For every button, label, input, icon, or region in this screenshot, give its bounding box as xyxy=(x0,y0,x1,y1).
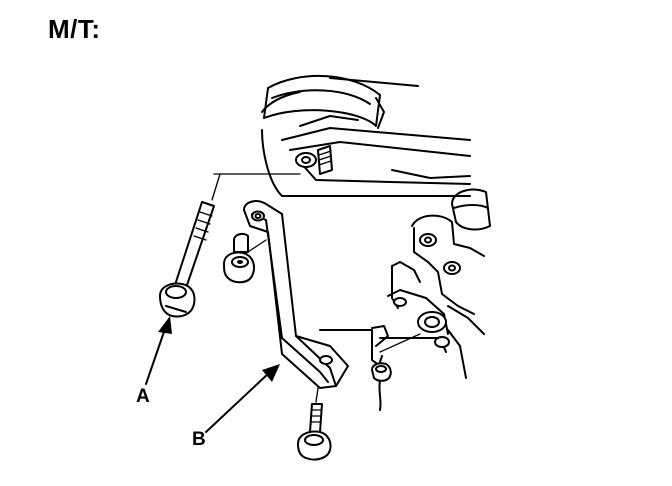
small-bolt xyxy=(371,355,392,382)
callout-arrow-b xyxy=(205,364,280,433)
callout-arrow-a xyxy=(145,316,172,385)
transmission-case xyxy=(319,214,485,411)
lower-bolt xyxy=(297,403,332,461)
long-bolt-a xyxy=(159,201,215,318)
flange-nut xyxy=(223,232,255,284)
callout-label-b: B xyxy=(192,429,206,450)
engine-mount-bushing xyxy=(261,74,419,129)
leader-lines xyxy=(211,173,421,403)
upper-mount-bracket xyxy=(261,115,471,197)
mount-boss xyxy=(451,188,491,231)
upper-stud xyxy=(317,145,333,175)
mounting-bracket-b xyxy=(243,200,349,389)
callout-label-a: A xyxy=(136,386,150,407)
transmission-heading: M/T: xyxy=(48,14,101,44)
